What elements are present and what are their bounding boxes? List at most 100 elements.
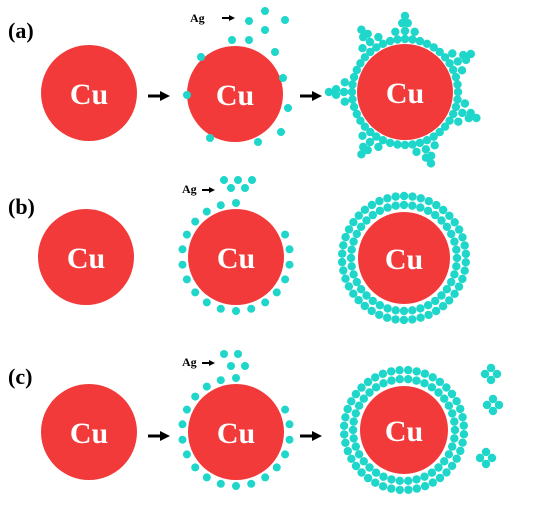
- ag-atom: [339, 421, 349, 430]
- ag-atom: [412, 484, 421, 493]
- ag-atom: [285, 420, 294, 429]
- ag-atom: [422, 39, 432, 48]
- ag-atom: [191, 217, 200, 226]
- panel-a-arrow-2: [300, 91, 322, 101]
- panel-a-free-ag-atoms: [245, 7, 289, 44]
- ag-atom: [178, 435, 187, 444]
- ag-atom: [348, 425, 358, 435]
- panel-b-ag-label: Ag: [182, 182, 197, 196]
- ag-atom: [420, 472, 429, 481]
- panel-c-cu-core-3: [360, 386, 448, 474]
- ag-atom: [458, 108, 467, 118]
- ag-atom: [451, 102, 461, 112]
- ag-atom: [416, 313, 425, 322]
- panel-a-cu-label-1: Cu: [70, 78, 108, 111]
- ag-atom: [347, 245, 356, 254]
- ag-atom: [374, 32, 383, 42]
- ag-atom: [349, 102, 359, 112]
- ag-atom: [378, 482, 388, 491]
- ag-atom: [354, 401, 364, 410]
- ag-atom: [412, 376, 421, 385]
- ag-atom: [456, 446, 465, 456]
- panel-a-ag-star-shell: [324, 11, 481, 168]
- ag-atom: [450, 270, 459, 279]
- ag-atom: [408, 35, 417, 44]
- panel-b-ag-double-ring-shell: [337, 191, 471, 325]
- ag-atom: [437, 291, 446, 300]
- ag-atom: [182, 230, 191, 239]
- panel-c-label: (c): [8, 364, 32, 389]
- ag-atom: [410, 27, 419, 36]
- ag-atom: [220, 176, 228, 184]
- ag-atom: [461, 258, 470, 267]
- ag-atom: [202, 473, 211, 482]
- ag-atom: [348, 80, 357, 89]
- ag-atom: [434, 463, 443, 472]
- ag-atom: [459, 430, 469, 439]
- ag-atom: [352, 229, 361, 239]
- ag-atom: [434, 388, 443, 397]
- ag-atom: [281, 405, 290, 414]
- ag-atom: [191, 392, 200, 401]
- ag-atom: [442, 383, 451, 392]
- ag-atom: [216, 201, 225, 210]
- ag-atom: [450, 237, 459, 246]
- ag-atom: [351, 461, 361, 471]
- ag-atom: [452, 245, 461, 254]
- ag-atom: [472, 113, 481, 123]
- panel-c-cu-core-1: [41, 384, 137, 480]
- ag-atom: [357, 25, 366, 34]
- ag-atom: [415, 36, 425, 46]
- ag-atom: [182, 275, 191, 284]
- ag-atom: [424, 310, 433, 320]
- ag-atom: [416, 304, 425, 313]
- ag-atom: [241, 184, 249, 192]
- ag-atom: [359, 142, 368, 152]
- ag-atom: [481, 459, 491, 469]
- ag-atom: [399, 191, 409, 201]
- ag-atom: [354, 296, 363, 305]
- ag-atom: [349, 434, 358, 443]
- ag-atom: [400, 140, 410, 150]
- ag-atom: [442, 468, 451, 477]
- ag-atom: [375, 310, 384, 319]
- ag-atom: [445, 59, 454, 68]
- ag-atom: [400, 34, 410, 44]
- ag-atom: [445, 296, 454, 305]
- ag-atom: [453, 80, 462, 89]
- ag-atom: [391, 315, 400, 324]
- ag-atom: [387, 376, 396, 385]
- ag-atom: [400, 11, 410, 21]
- ag-atom: [182, 405, 191, 414]
- panel-b-ag-pointer: [202, 187, 215, 193]
- ag-atom: [458, 233, 467, 242]
- ag-atom: [356, 59, 365, 68]
- panel-c-free-ag-atoms: [220, 350, 249, 370]
- ag-atom: [183, 91, 191, 99]
- ag-atom: [393, 35, 402, 44]
- ag-atom: [341, 274, 350, 283]
- panel-a-cu-core-2: [187, 46, 283, 142]
- ag-atom: [227, 184, 235, 192]
- ag-atom: [339, 87, 349, 97]
- ag-atom: [337, 257, 347, 267]
- ag-atom: [254, 138, 262, 146]
- ag-atom: [363, 29, 372, 39]
- ag-atom: [448, 442, 457, 451]
- ag-atom: [444, 401, 454, 410]
- panel-c-ag-double-ring-shell: [339, 365, 469, 495]
- ag-atom: [339, 241, 348, 250]
- ag-atom: [347, 454, 356, 463]
- panel-c-cu-core-2: [188, 384, 284, 480]
- ag-atom: [365, 37, 375, 47]
- ag-atom: [431, 296, 440, 306]
- panel-b-ag-atoms-2: [178, 199, 294, 315]
- ag-atom: [420, 482, 430, 491]
- ag-atom: [367, 306, 376, 316]
- ag-atom: [344, 225, 354, 234]
- ag-atom: [435, 473, 445, 483]
- ag-atom: [284, 104, 292, 112]
- ag-atom: [428, 373, 437, 382]
- ag-atom: [442, 285, 452, 294]
- ag-atom: [245, 36, 253, 44]
